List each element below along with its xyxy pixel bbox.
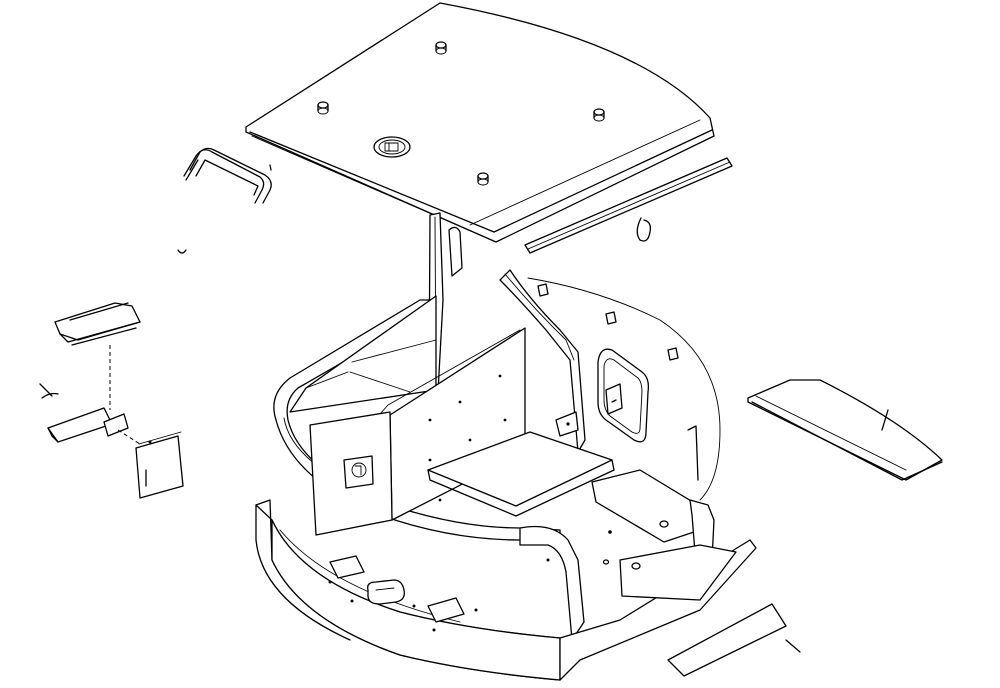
- roof-bolt: [435, 41, 447, 55]
- roof-clip: [636, 217, 652, 242]
- roof-bolt: [593, 108, 605, 122]
- skirt-hatch: [427, 597, 465, 623]
- floor-mat: [667, 603, 801, 677]
- grab-handle: [177, 147, 272, 254]
- skirt-hatch: [367, 579, 405, 605]
- roof-trim-strip: [524, 157, 733, 254]
- front-skirt: [255, 499, 757, 681]
- roof-bolt: [477, 172, 489, 186]
- console-panel: [309, 327, 526, 536]
- right-cover-panel: [747, 379, 943, 481]
- side-mirror: [597, 348, 650, 443]
- console-icon: [343, 455, 374, 489]
- floor-plate: [427, 411, 615, 517]
- wiring-harness: [527, 277, 721, 501]
- left-cover-plate: [135, 431, 184, 499]
- left-bracket-assembly: [39, 302, 141, 445]
- cab-roof: [245, 2, 715, 243]
- roof-hatch-symbol: [373, 136, 411, 158]
- skirt-hatch: [329, 555, 365, 579]
- cab-frame: [273, 212, 715, 641]
- roof-bolt: [317, 101, 329, 115]
